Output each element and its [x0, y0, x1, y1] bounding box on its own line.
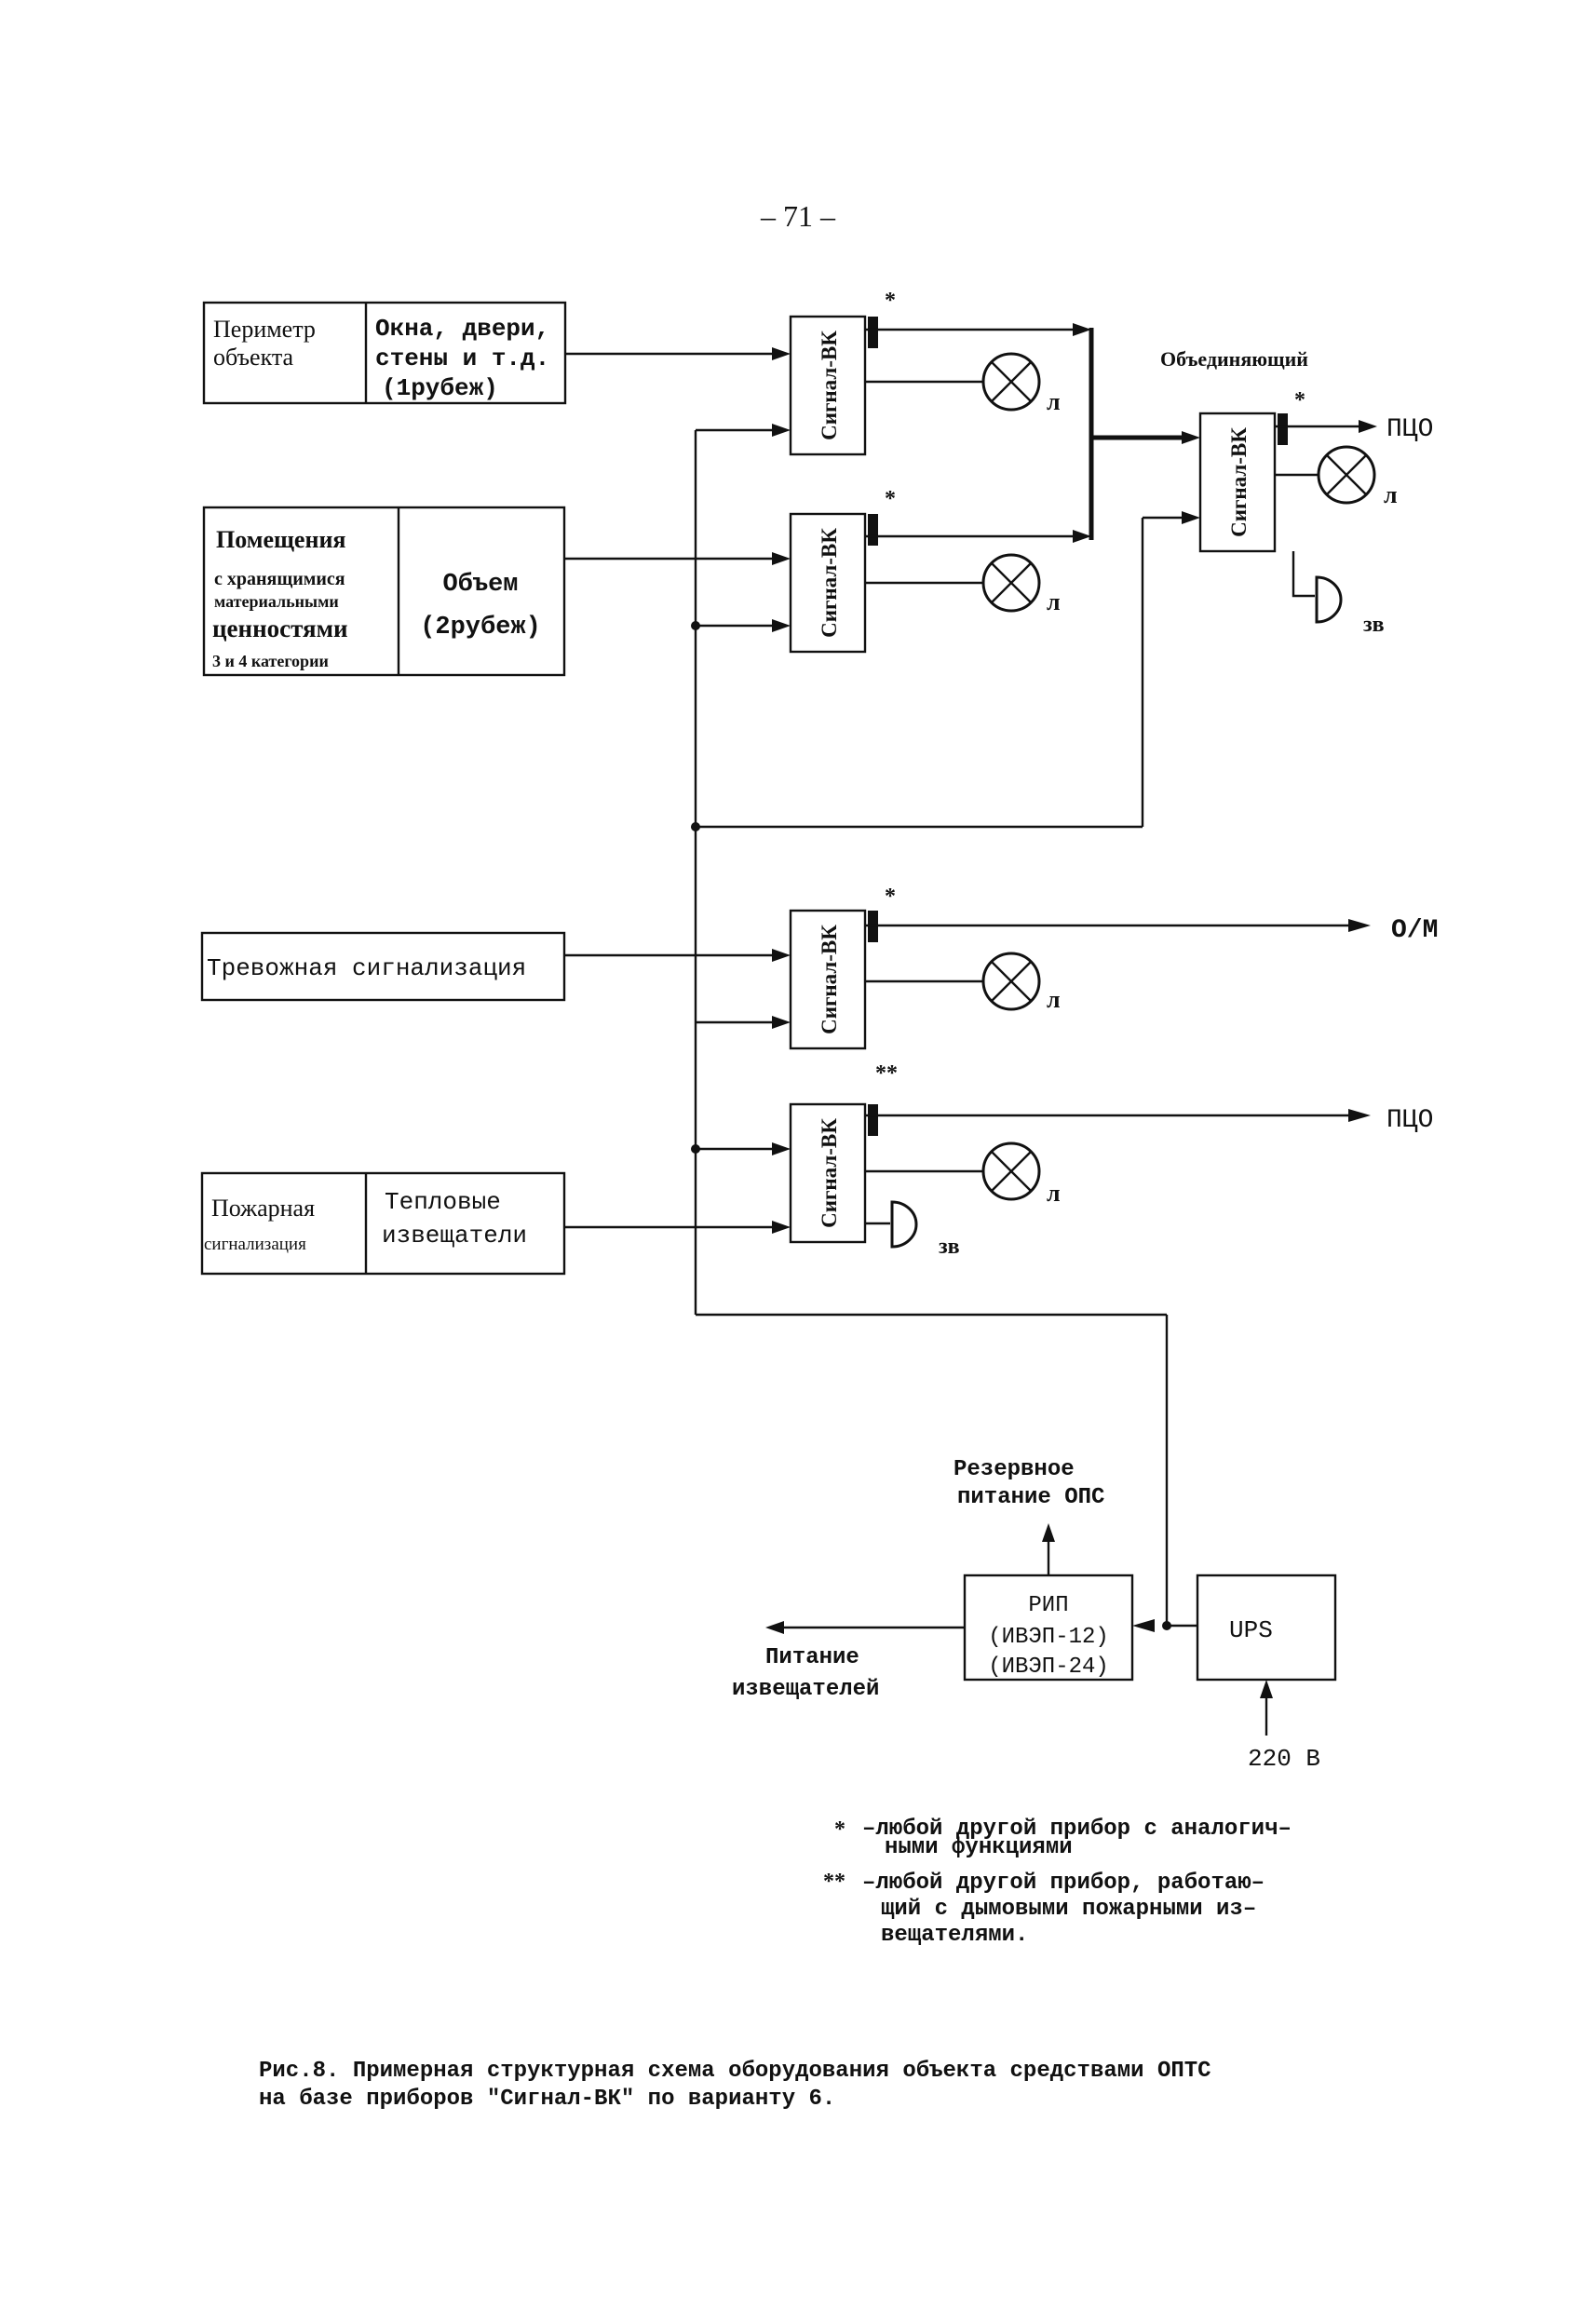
sounder-combining: зв — [1315, 575, 1385, 637]
rip-line-3: (ИВЭП-24) — [988, 1655, 1109, 1680]
perimeter-left-line-2: объекта — [213, 344, 294, 371]
lamp-2: л — [981, 553, 1061, 615]
output-om: О/М — [1391, 916, 1438, 945]
sensor-power-line-2: извещателей — [732, 1677, 879, 1702]
combining-title: Объединяющий — [1160, 347, 1308, 371]
note-double-line-2: щий с дымовыми пожарными из– — [881, 1897, 1256, 1922]
fire-box: Пожарная сигнализация Тепловые извещател… — [200, 1171, 566, 1276]
note-double: ** –любой другой прибор, работаю– щий с … — [823, 1870, 1265, 1948]
rooms-right-line-1: Объем — [442, 571, 518, 599]
device-3: Сигнал-ВК * — [789, 885, 896, 1050]
ups-label: UPS — [1229, 1616, 1273, 1644]
rooms-right-line-2: (2рубеж) — [420, 614, 541, 642]
lamp-4-label: л — [1047, 1180, 1061, 1207]
perimeter-right-line-1: Окна, двери, — [375, 315, 549, 343]
note-single-line-1: –любой другой прибор с аналогич– — [862, 1817, 1292, 1842]
lamp-3-label: л — [1047, 986, 1061, 1013]
ups-box: UPS — [1196, 1574, 1337, 1682]
sounder-combining-label: зв — [1363, 613, 1385, 637]
note-single-line-2: ными функциями — [885, 1835, 1073, 1860]
device-4-label: Сигнал-ВК — [818, 1118, 841, 1228]
fire-left-line-1: Пожарная — [211, 1195, 315, 1222]
lamp-combining-label: л — [1384, 481, 1398, 508]
rip-box: РИП (ИВЭП-12) (ИВЭП-24) — [963, 1574, 1134, 1682]
rooms-left-line-2: с хранящимися — [214, 569, 345, 589]
perimeter-box: Периметр объекта Окна, двери, стены и т.… — [202, 301, 567, 405]
alarm-box: Тревожная сигнализация — [200, 931, 566, 1002]
note-double-marker: ** — [823, 1870, 845, 1894]
caption-line-2: на базе приборов "Сигнал-ВК" по варианту… — [259, 2087, 835, 2112]
page-number: – 71 – — [760, 199, 836, 233]
rooms-box: Помещения с хранящимися материальными це… — [202, 506, 566, 677]
perimeter-right-line-3: (1рубеж) — [382, 374, 498, 402]
mains-label: 220 В — [1248, 1745, 1320, 1773]
sounder-device-4: зв — [890, 1200, 960, 1259]
fire-left-line-2: сигнализация — [204, 1235, 306, 1254]
perimeter-left-line-1: Периметр — [213, 316, 316, 343]
sensor-power-line-1: Питание — [765, 1645, 859, 1670]
rooms-left-line-4: ценностями — [212, 615, 348, 642]
device-combining-label: Сигнал-ВК — [1227, 427, 1251, 537]
lamp-1: л — [981, 352, 1061, 415]
rip-line-1: РИП — [1028, 1593, 1068, 1618]
device-combining: Сигнал-ВК * Объединяющий — [1160, 347, 1308, 553]
device-1-star: * — [885, 289, 896, 313]
note-double-line-1: –любой другой прибор, работаю– — [862, 1871, 1265, 1896]
fire-right-line-2: извещатели — [382, 1222, 527, 1250]
fire-right-line-1: Тепловые — [385, 1188, 501, 1216]
lamp-2-label: л — [1047, 588, 1061, 615]
caption-line-1: Рис.8. Примерная структурная схема обору… — [259, 2059, 1211, 2084]
lamp-3: л — [981, 952, 1061, 1013]
device-1: Сигнал-ВК * — [789, 289, 896, 456]
lamp-combining: л — [1317, 445, 1398, 508]
sounder-device-4-label: зв — [939, 1235, 960, 1259]
device-combining-star: * — [1294, 388, 1305, 412]
device-3-label: Сигнал-ВК — [818, 925, 841, 1034]
device-2-star: * — [885, 487, 896, 511]
device-4-stars: ** — [875, 1061, 898, 1086]
lamp-1-label: л — [1047, 388, 1061, 415]
device-2: Сигнал-ВК * — [789, 487, 896, 654]
rooms-left-line-3: материальными — [214, 592, 339, 611]
rooms-left-line-1: Помещения — [216, 526, 346, 553]
reserve-line-1: Резервное — [954, 1457, 1075, 1482]
output-pco-top: ПЦО — [1386, 415, 1433, 444]
rooms-left-line-5: 3 и 4 категории — [212, 652, 329, 670]
device-1-label: Сигнал-ВК — [818, 331, 841, 440]
perimeter-right-line-2: стены и т.д. — [375, 344, 549, 372]
lamp-4: л — [981, 1141, 1061, 1207]
note-double-line-3: вещателями. — [881, 1923, 1028, 1948]
note-single: * –любой другой прибор с аналогич– ными … — [834, 1817, 1292, 1860]
device-4: Сигнал-ВК ** — [789, 1061, 898, 1244]
rip-line-2: (ИВЭП-12) — [988, 1625, 1109, 1650]
alarm-label: Тревожная сигнализация — [207, 954, 526, 982]
device-2-label: Сигнал-ВК — [818, 528, 841, 638]
note-single-marker: * — [834, 1817, 845, 1842]
output-pco-bottom: ПЦО — [1386, 1106, 1433, 1135]
reserve-line-2: питание ОПС — [957, 1485, 1104, 1510]
device-3-star: * — [885, 885, 896, 909]
